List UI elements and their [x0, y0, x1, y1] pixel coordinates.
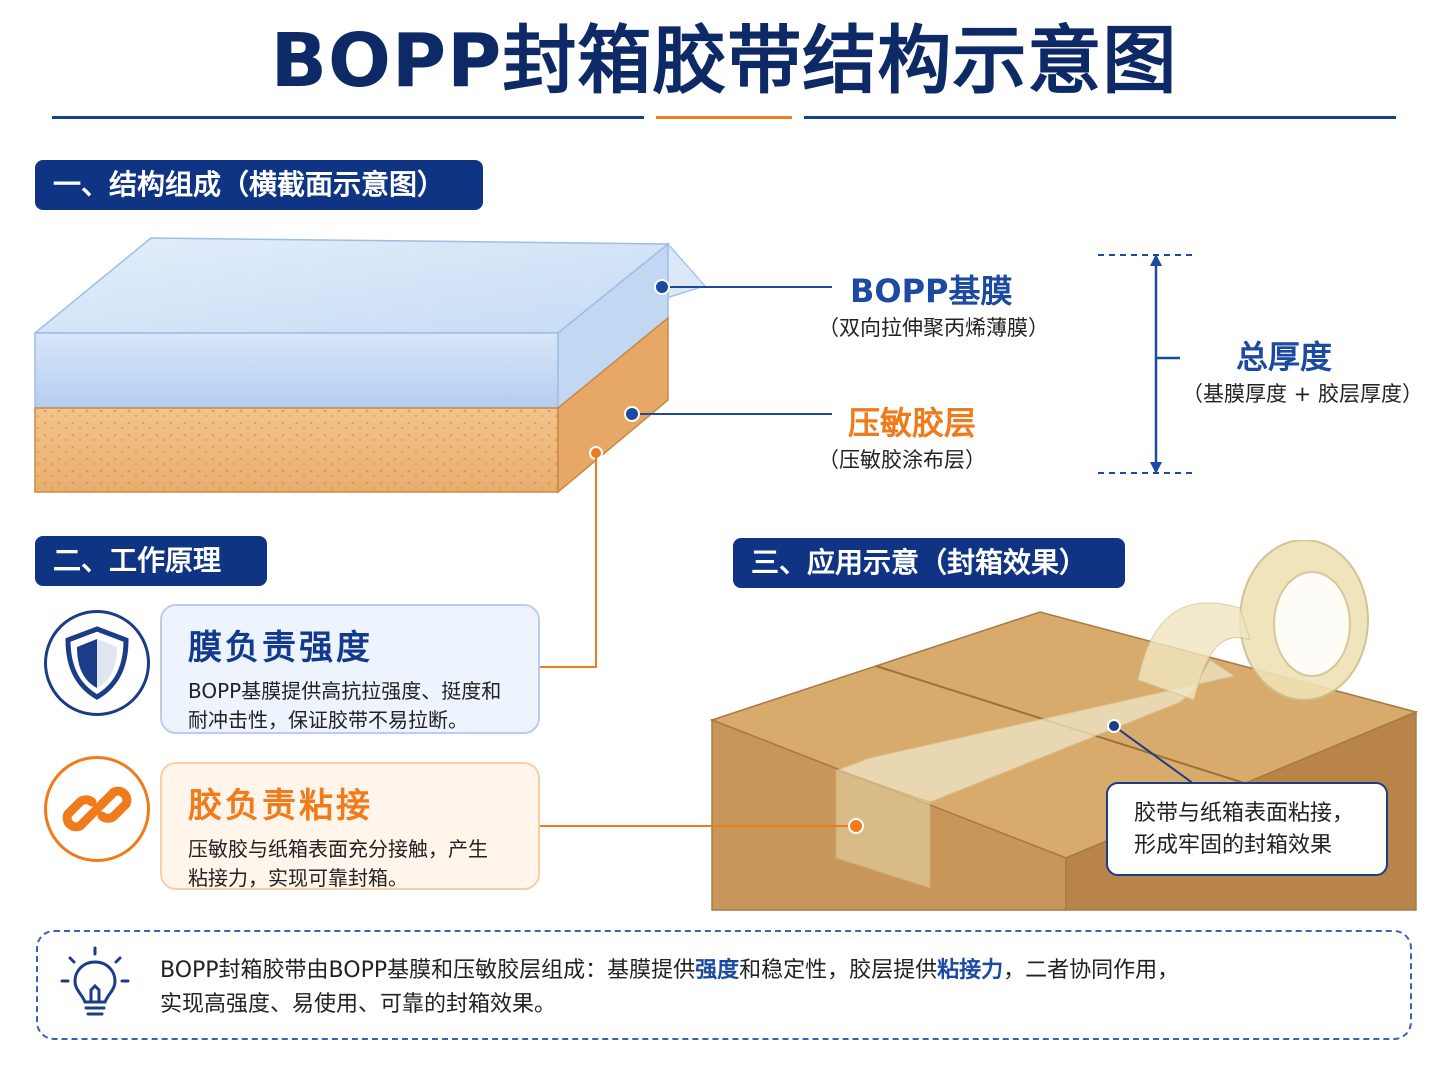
strength-card-text-line2: 耐冲击性，保证胶带不易拉断。 [188, 708, 468, 732]
callout-leader-line [1113, 725, 1195, 785]
adhesive-layer-desc: （压敏胶涂布层） [818, 448, 986, 472]
page-title: BOPP封箱胶带结构示意图 [270, 18, 1178, 104]
tape-roll-core [1273, 571, 1351, 677]
callout-leader-dot [1107, 719, 1121, 733]
summary-note-line1: BOPP封箱胶带由BOPP基膜和压敏胶层组成：基膜提供强度和稳定性，胶层提供粘接… [160, 958, 1180, 983]
callout-line1: 胶带与纸箱表面粘接， [1134, 801, 1355, 826]
film-leader-dot [654, 279, 670, 295]
bopp-film-front-face [34, 332, 559, 409]
section-application-header: 三、应用示意（封箱效果） [733, 538, 1125, 588]
adhesion-card-title: 胶负责粘接 [188, 786, 373, 826]
section-principle-header: 二、工作原理 [35, 536, 267, 586]
strength-card-title: 膜负责强度 [188, 628, 373, 668]
adhesion-card-text-line1: 压敏胶与纸箱表面充分接触，产生 [188, 837, 488, 861]
highlight-adhesion: 粘接力 [937, 958, 1004, 983]
lightbulb-icon [60, 946, 130, 1016]
tape-roll-body [1137, 602, 1251, 701]
adhesive-leader-dot [624, 406, 640, 422]
title-divider-right [804, 116, 1396, 119]
adhesive-layer-label: 压敏胶层 [848, 404, 977, 442]
strength-icon-circle [44, 610, 150, 716]
tape-strip-front [835, 769, 931, 889]
summary-note-box [36, 930, 1412, 1040]
thickness-arrow-up [1150, 254, 1162, 266]
highlight-strength: 强度 [695, 958, 740, 983]
strength-card-text-line1: BOPP基膜提供高抗拉强度、挺度和 [188, 679, 502, 703]
adhesion-icon-circle [44, 756, 150, 862]
section-structure-header: 一、结构组成（横截面示意图） [35, 160, 483, 210]
summary-note-line2: 实现高强度、易使用、可靠的封箱效果。 [160, 992, 557, 1017]
adhesion-card-text-line2: 粘接力，实现可靠封箱。 [188, 866, 408, 890]
adhesion-leader-dot [848, 818, 864, 834]
bopp-film-label: BOPP基膜 [850, 272, 1013, 310]
summary-note-text: BOPP封箱胶带由BOPP基膜和压敏胶层组成：基膜提供强度和稳定性，胶层提供粘接… [160, 954, 1380, 1022]
total-thickness-desc: （基膜厚度 + 胶层厚度） [1182, 382, 1423, 406]
total-thickness-label: 总厚度 [1236, 338, 1333, 376]
callout-line2: 形成牢固的封箱效果 [1134, 833, 1333, 858]
title-divider-left [52, 116, 644, 119]
principle-card-adhesion: 胶负责粘接 压敏胶与纸箱表面充分接触，产生 粘接力，实现可靠封箱。 [160, 762, 540, 890]
thickness-arrow-down [1150, 462, 1162, 474]
bopp-film-top-face [32, 237, 671, 334]
adhesive-texture [35, 408, 558, 492]
tape-cross-section-diagram [32, 237, 1192, 494]
principle-card-strength: 膜负责强度 BOPP基膜提供高抗拉强度、挺度和 耐冲击性，保证胶带不易拉断。 [160, 604, 540, 734]
bopp-film-desc: （双向拉伸聚丙烯薄膜） [818, 316, 1049, 340]
shield-icon [65, 626, 129, 700]
adhesive-connector [540, 446, 603, 668]
adhesive-side-face [557, 316, 669, 494]
title-divider-center [656, 116, 792, 119]
chain-link-icon [62, 786, 132, 832]
adhesion-callout: 胶带与纸箱表面粘接， 形成牢固的封箱效果 [1106, 782, 1388, 876]
